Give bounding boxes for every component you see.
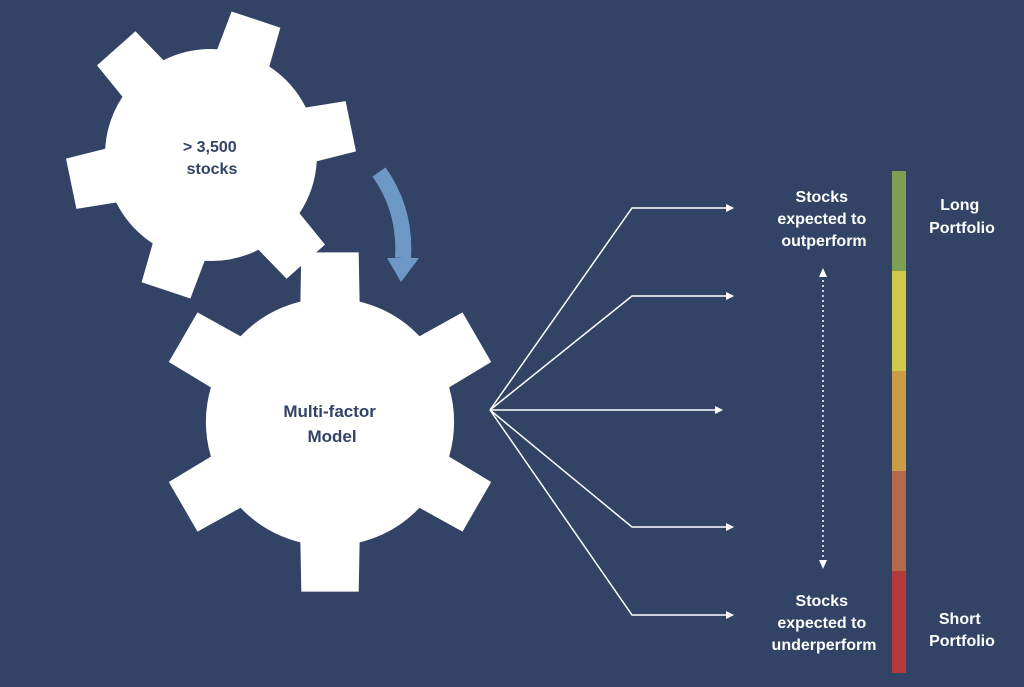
ranking-double-arrow [819, 268, 827, 569]
bar-segment-1 [892, 171, 906, 271]
bar-segment-5 [892, 571, 906, 673]
underperform-label: Stocks expected to underperform [772, 593, 877, 654]
bar-segment-3 [892, 371, 906, 471]
bar-segment-2 [892, 271, 906, 371]
fan-out-arrows [489, 204, 734, 619]
gear-small-shape [66, 11, 356, 299]
arrow-to-bottom [489, 409, 734, 619]
large-gear [168, 252, 492, 592]
long-portfolio-label: Long Portfolio [929, 197, 995, 237]
small-gear [66, 11, 356, 299]
gear-large-shape [168, 252, 492, 592]
arrow-to-lower-mid [489, 409, 734, 531]
short-portfolio-label: Short Portfolio [929, 611, 995, 650]
small-gear-label: > 3,500 stocks [183, 139, 241, 178]
arrow-to-upper-mid [489, 292, 734, 411]
large-gear-label: Multi-factor Model [283, 402, 380, 446]
ranking-scale-bar [892, 171, 906, 673]
arrow-to-top [489, 204, 734, 411]
flow-arrow [372, 167, 419, 282]
bar-segment-4 [892, 471, 906, 571]
outperform-label: Stocks expected to outperform [777, 189, 870, 250]
